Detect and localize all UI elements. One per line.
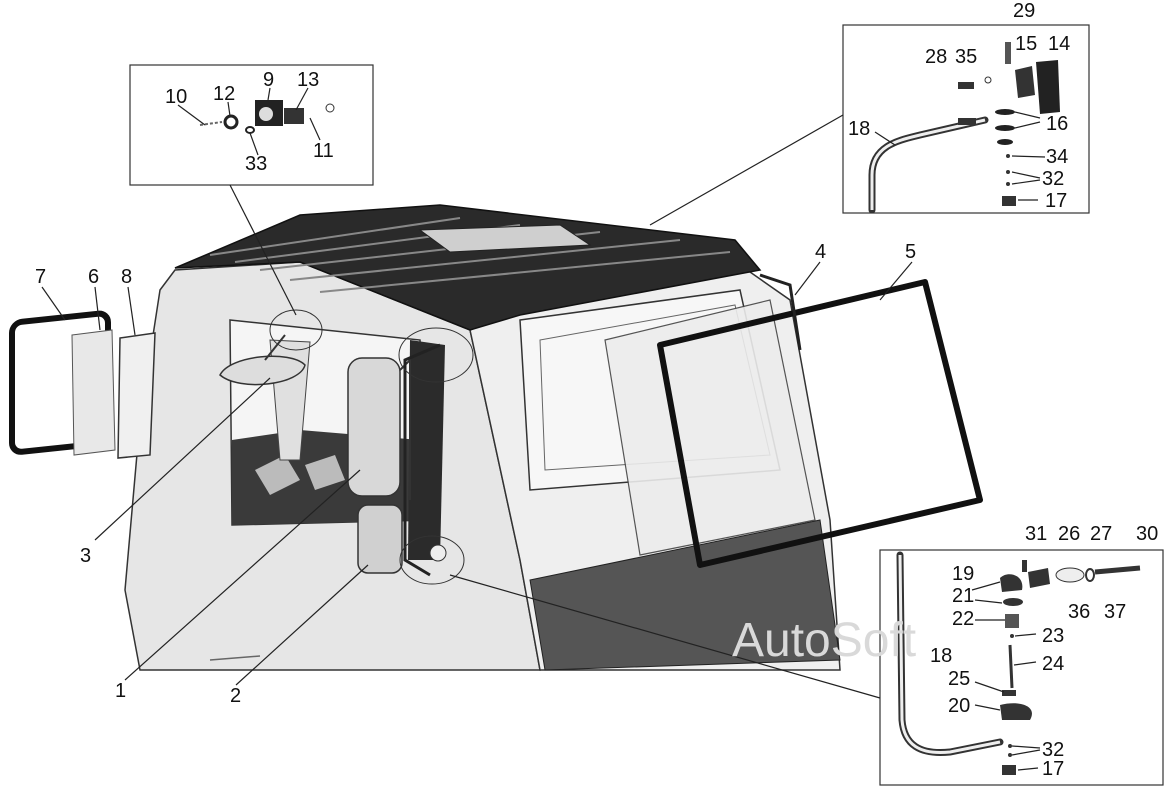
callout-5: 5 <box>905 241 916 263</box>
detail-circle-lower-mount <box>399 535 465 585</box>
callout-18-lower: 18 <box>930 645 952 667</box>
callout-17-upper: 17 <box>1045 190 1067 212</box>
windshield-seal <box>657 279 983 568</box>
callout-24: 24 <box>1042 653 1064 675</box>
callout-22: 22 <box>952 608 974 630</box>
callout-17-lower: 17 <box>1042 758 1064 780</box>
callout-28: 28 <box>925 46 947 68</box>
detail-circle-upper-left <box>269 309 323 351</box>
callout-30: 30 <box>1136 523 1158 545</box>
callout-20: 20 <box>948 695 970 717</box>
mirror-bracket-rod <box>403 343 447 577</box>
wide-angle-mirror <box>357 504 403 574</box>
side-window-glass <box>71 329 116 456</box>
callout-16: 16 <box>1046 113 1068 135</box>
callout-9: 9 <box>263 69 274 91</box>
callout-1: 1 <box>115 680 126 702</box>
callout-7: 7 <box>35 266 46 288</box>
inset-lower-right <box>879 549 1164 786</box>
inset-upper-right <box>842 24 1090 214</box>
callout-35: 35 <box>955 46 977 68</box>
sun-visor-mirror <box>219 334 306 386</box>
callout-labels: 1 2 3 4 5 6 7 8 9 10 11 12 13 14 15 16 1… <box>35 0 1158 780</box>
callout-21: 21 <box>952 585 974 607</box>
side-window-frame <box>117 332 156 459</box>
callout-6: 6 <box>88 266 99 288</box>
callout-25: 25 <box>948 668 970 690</box>
callout-33: 33 <box>245 153 267 175</box>
detail-circle-upper-mount <box>398 327 474 383</box>
callout-23: 23 <box>1042 625 1064 647</box>
callout-3: 3 <box>80 545 91 567</box>
callout-8: 8 <box>121 266 132 288</box>
inset-upper-left <box>129 64 374 186</box>
callout-leaders <box>41 87 1046 771</box>
inset-lower-right-leader <box>449 574 881 699</box>
windshield-strip <box>759 273 802 351</box>
inset-upper-right-leader <box>649 114 844 226</box>
windshield-glass <box>604 299 816 556</box>
callout-18-upper: 18 <box>848 118 870 140</box>
callout-32-upper: 32 <box>1042 168 1064 190</box>
callout-14: 14 <box>1048 33 1070 55</box>
main-rear-view-mirror <box>347 357 411 500</box>
callout-26: 26 <box>1058 523 1080 545</box>
inset-upper-left-leader <box>229 184 297 316</box>
callout-15: 15 <box>1015 33 1037 55</box>
watermark: AutoSoft <box>732 614 916 667</box>
callout-29: 29 <box>1013 0 1035 22</box>
callout-4: 4 <box>815 241 826 263</box>
callout-2: 2 <box>230 685 241 707</box>
callout-34: 34 <box>1046 146 1068 168</box>
callout-36: 36 <box>1068 601 1090 623</box>
callout-31: 31 <box>1025 523 1047 545</box>
callout-37: 37 <box>1104 601 1126 623</box>
callout-11: 11 <box>313 140 334 162</box>
callout-13: 13 <box>297 69 319 91</box>
callout-10: 10 <box>165 86 187 108</box>
callout-32-lower: 32 <box>1042 739 1064 761</box>
callout-12: 12 <box>213 83 235 105</box>
callout-27: 27 <box>1090 523 1112 545</box>
callout-19: 19 <box>952 563 974 585</box>
